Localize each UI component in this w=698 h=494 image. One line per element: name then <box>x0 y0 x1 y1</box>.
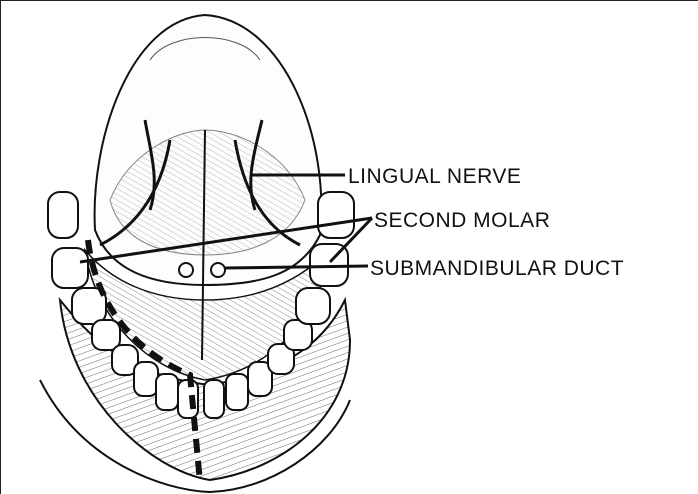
label-submandibular-duct: SUBMANDIBULAR DUCT <box>370 258 624 279</box>
label-lingual-nerve: LINGUAL NERVE <box>348 166 521 187</box>
label-second-molar: SECOND MOLAR <box>374 210 550 231</box>
leader-duct <box>225 266 368 268</box>
duct-opening-right <box>211 263 225 277</box>
duct-opening-left <box>179 263 193 277</box>
